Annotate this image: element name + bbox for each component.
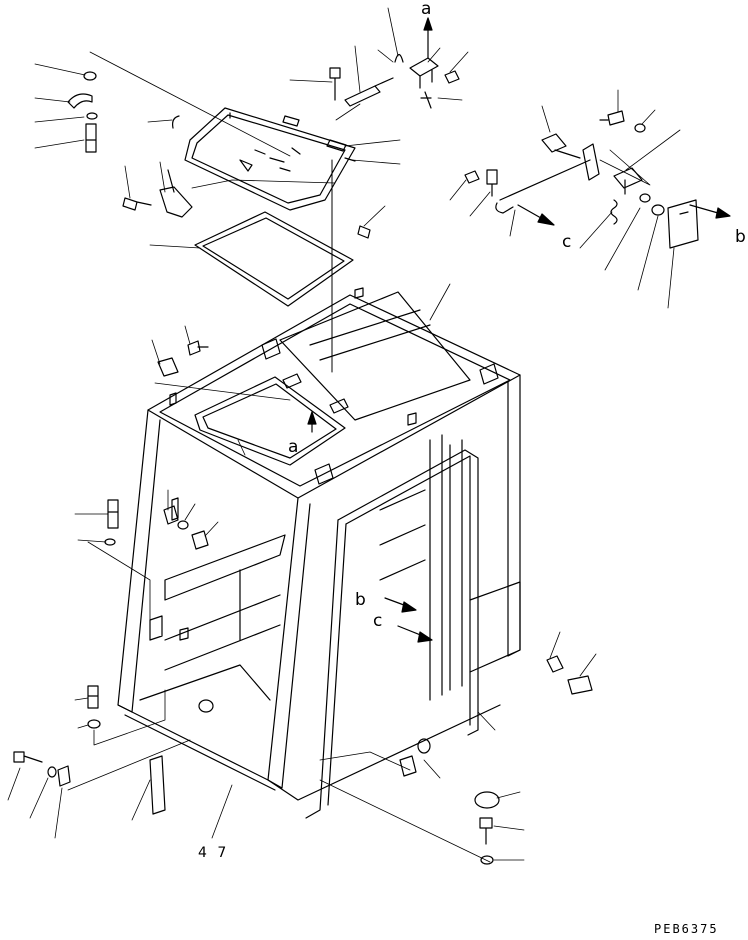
arrow-a-top-label: a bbox=[421, 0, 431, 19]
loose-parts bbox=[13, 340, 593, 865]
arrow-a-cab-label: a bbox=[288, 437, 298, 457]
arrow-c-top-icon bbox=[537, 213, 555, 226]
latch-linkage-assembly bbox=[464, 110, 699, 249]
arrow-c-cab-label: c bbox=[373, 611, 382, 631]
cab-frame bbox=[117, 287, 521, 819]
arrow-a-top-icon bbox=[423, 17, 433, 31]
arrow-c-cab-icon bbox=[417, 631, 433, 643]
roof-hatch-assembly bbox=[67, 53, 460, 307]
arrow-b-cab-icon bbox=[401, 601, 417, 613]
arrow-c-top-label: c bbox=[562, 232, 571, 252]
part-number-label: 4 7 bbox=[198, 845, 229, 861]
arrow-b-cab-label: b bbox=[355, 590, 366, 610]
arrow-b-right-icon bbox=[715, 207, 731, 219]
arrow-a-cab-icon bbox=[307, 411, 317, 425]
arrow-b-right-label: b bbox=[735, 227, 746, 247]
drawing-code: PEB6375 bbox=[654, 922, 719, 935]
reference-arrows bbox=[307, 17, 731, 643]
leader-lines bbox=[7, 7, 681, 863]
